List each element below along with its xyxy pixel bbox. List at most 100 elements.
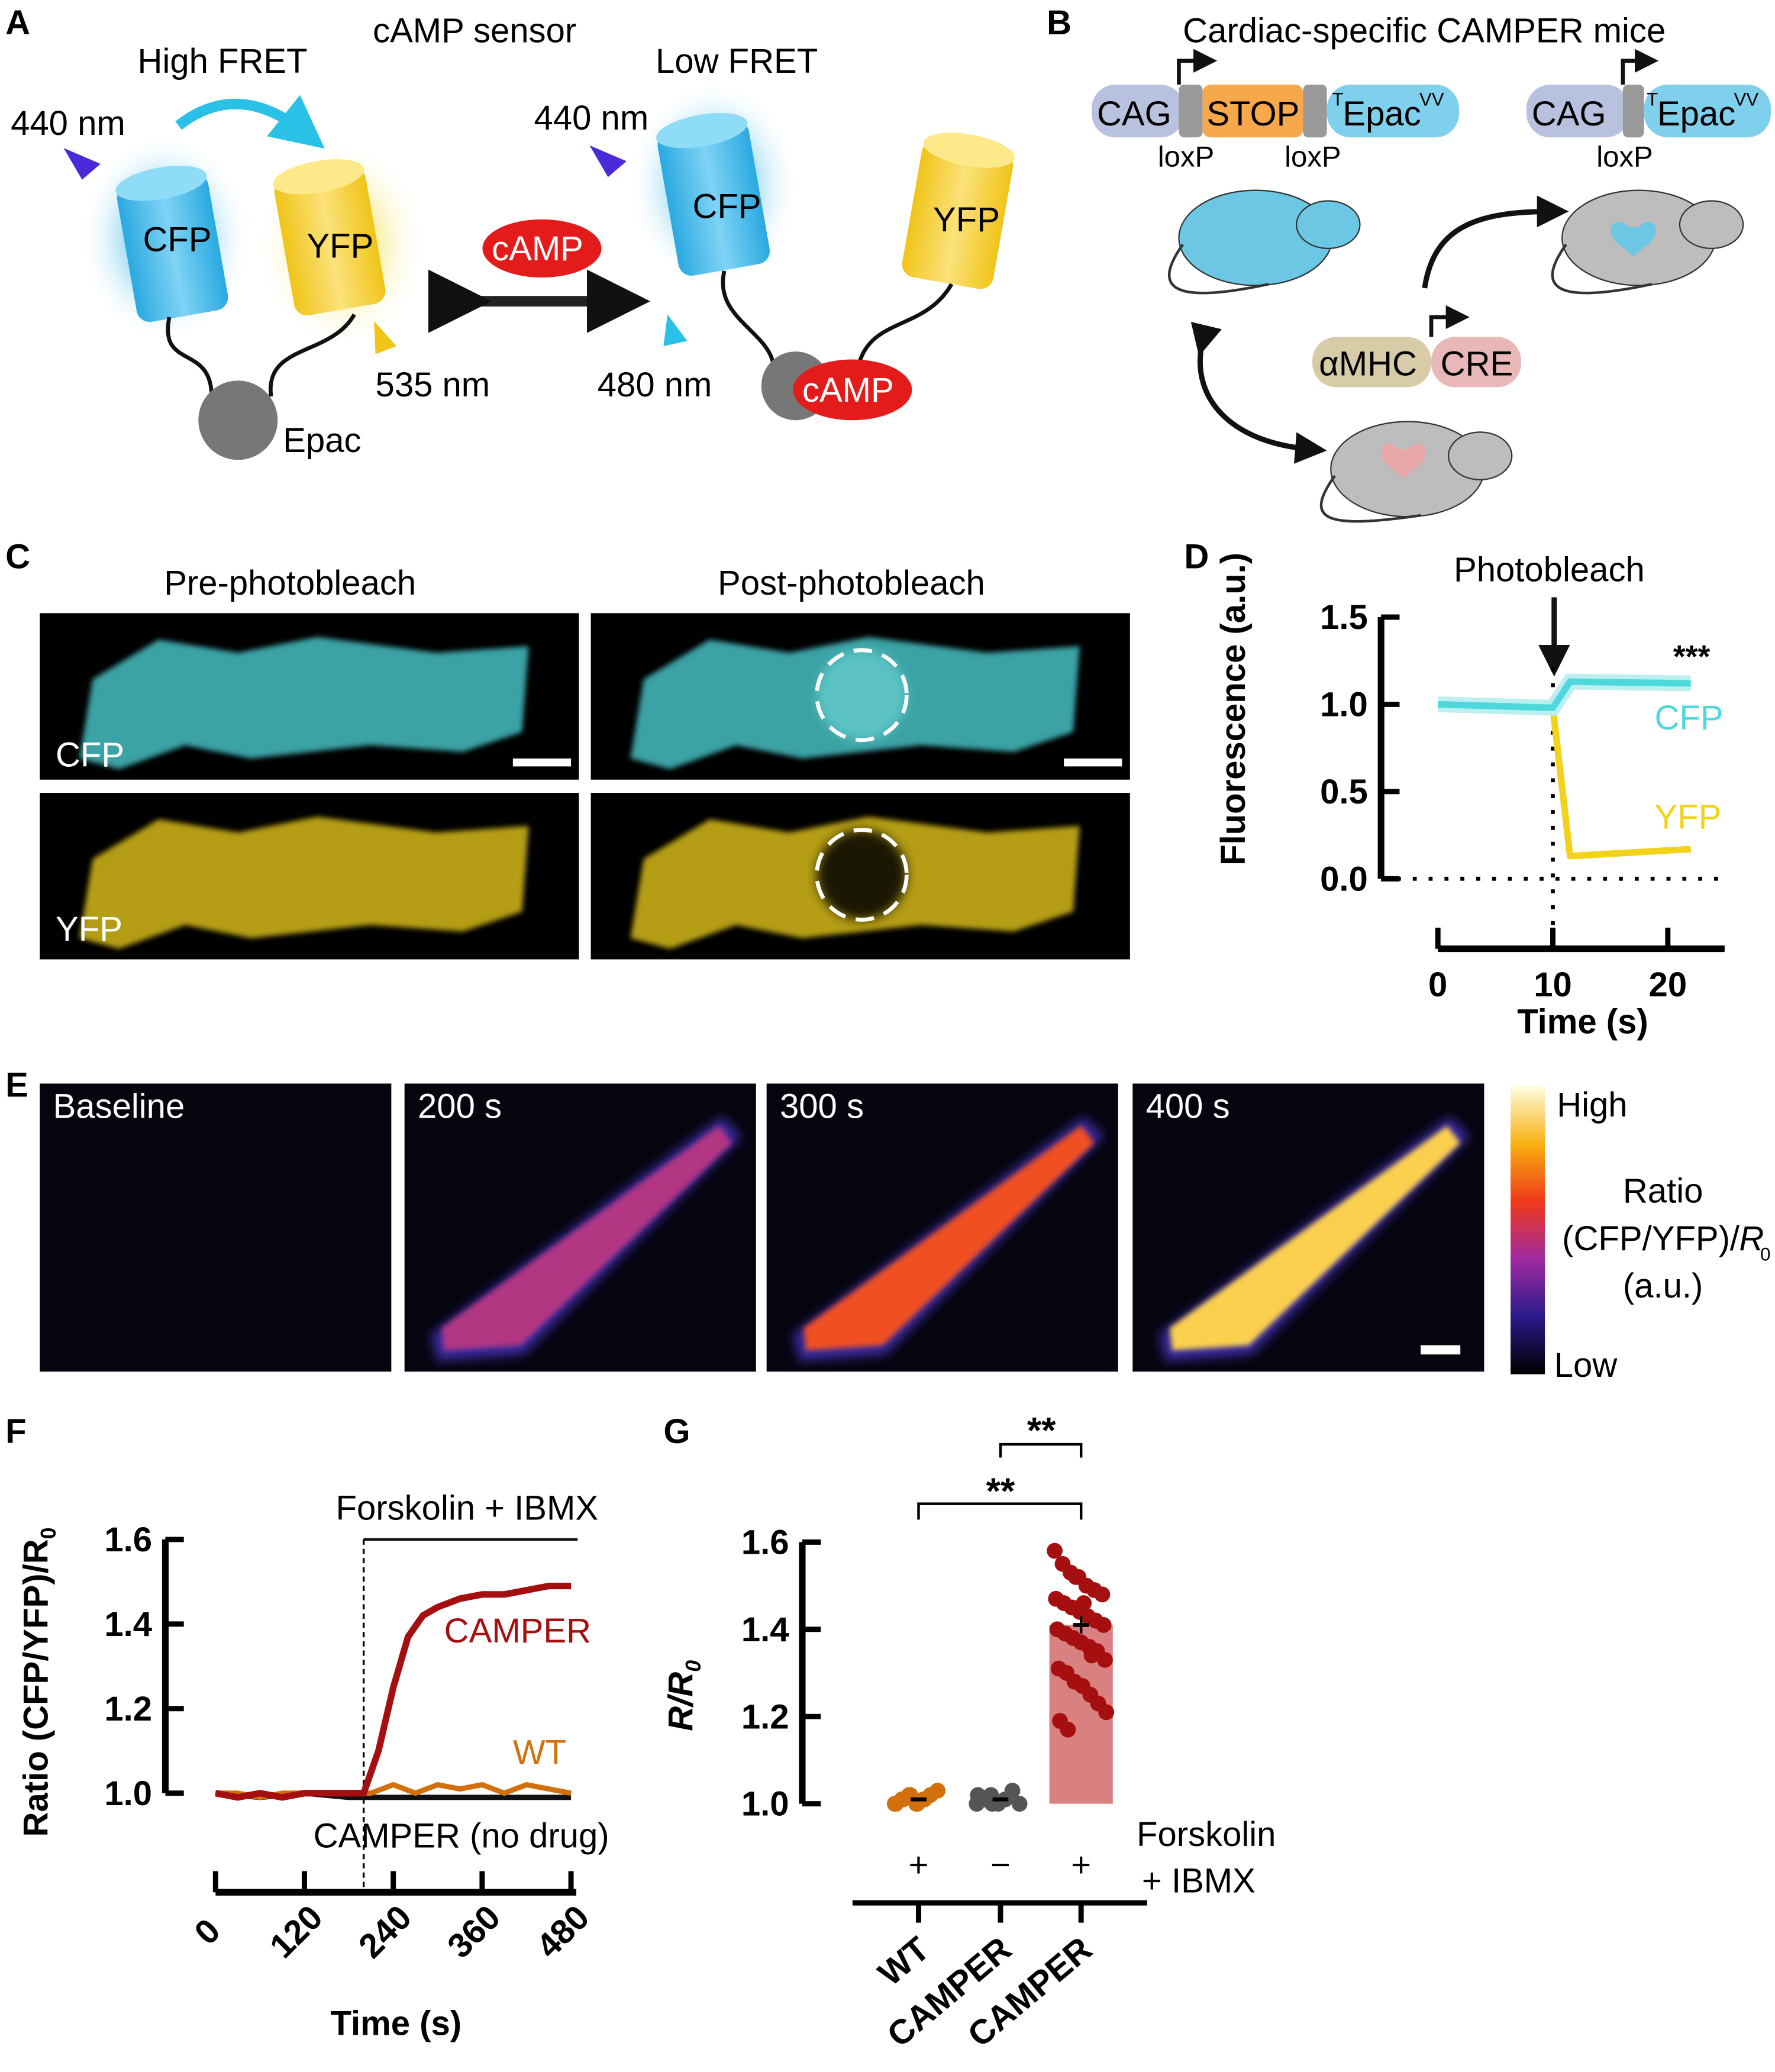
low-fret-label: Low FRET [656, 42, 818, 80]
emission-480-label: 480 nm [598, 366, 712, 404]
cell [630, 816, 1080, 949]
y-tick-label: 1.4 [104, 1605, 152, 1644]
scale-bar [1421, 1345, 1461, 1355]
linker [166, 313, 356, 397]
loxp-site [1303, 84, 1327, 138]
significance-bracket [917, 1502, 1083, 1520]
cre-label: CRE [1441, 344, 1513, 383]
panel-e-ratio-images: High Low Ratio (CFP/YFP)/ R 0 (a.u.) Bas… [40, 1083, 1771, 1384]
yfp-label-low: YFP [933, 201, 1000, 239]
cell [79, 637, 572, 769]
cell [630, 637, 1122, 769]
epac-superscript-vv: VV [1419, 89, 1444, 110]
cross-arrow-icon [1422, 195, 1569, 289]
cell-ratio [441, 1125, 732, 1351]
colorbar-units: (a.u.) [1623, 1267, 1703, 1305]
camp-bound-badge [793, 359, 912, 421]
bleach-roi-circle [815, 648, 909, 743]
d-significance: *** [1673, 639, 1711, 674]
x-tick-label: 20 [1649, 966, 1687, 1004]
x-tick-label: 360 [440, 1898, 508, 1966]
panel-a-sensor-diagram: cAMP sensor High FRET Low FRET 440 nm 44… [11, 11, 1015, 460]
y-tick-label: 1.4 [741, 1611, 789, 1649]
post-photobleach-title: Post-photobleach [718, 564, 985, 602]
panel-d-photobleach-chart: Photobleach Fluorescence (a.u.) Time (s)… [1214, 551, 1725, 1041]
stop-cassette [1202, 84, 1303, 138]
y-tick-label: 0.0 [1320, 860, 1368, 898]
cfp-label-low: CFP [693, 188, 761, 226]
camper-series-label: CAMPER [444, 1612, 591, 1650]
treatment-sign: − [990, 1845, 1011, 1884]
cag-label: CAG [1532, 95, 1606, 133]
excitation-label-low: 440 nm [534, 99, 649, 137]
emission-535-label: 535 nm [376, 366, 490, 404]
cre-mouse-icon [1319, 421, 1513, 523]
data-point [1004, 1783, 1021, 1799]
panel-g-bar-chart: R/R0 Forskolin + IBMX 1.01.21.41.6+WT−CA… [662, 1410, 1276, 2055]
panel-b-mouse-breeding: Cardiac-specific CAMPER mice CAG STOP T … [1092, 11, 1771, 523]
treatment-sign: + [1071, 1845, 1091, 1884]
excitation-label: 440 nm [11, 104, 125, 143]
data-point [1047, 1542, 1063, 1559]
forskolin-ibmx-label: Forskolin + IBMX [336, 1489, 599, 1527]
x-tick-label: 0 [1428, 966, 1447, 1004]
panel-label-g: G [663, 1412, 690, 1451]
cell-ratio [803, 1125, 1095, 1351]
x-tick-label: 120 [262, 1898, 330, 1966]
camper-mice-title: Cardiac-specific CAMPER mice [1183, 11, 1666, 50]
panel-c-photobleach-images: Pre-photobleach Post-photobleach CFP YFP [40, 564, 1130, 960]
emission-arrow-icon [663, 314, 688, 347]
epac-gene-label: Epac [1342, 95, 1421, 133]
data-point [1096, 1651, 1113, 1668]
significance-label: ** [986, 1471, 1015, 1512]
ratio-frame [40, 1083, 392, 1372]
transcription-arrow-icon [1621, 49, 1659, 85]
yfp-line [1438, 701, 1692, 860]
y-tick-label: 1.2 [741, 1697, 789, 1736]
linker [721, 270, 954, 364]
panel-f-ratio-timecourse: Forskolin + IBMX Ratio (CFP/YFP)/R0 Time… [17, 1489, 609, 2042]
no-drug-series-label: CAMPER (no drug) [314, 1816, 609, 1855]
data-point [1067, 1568, 1084, 1585]
high-fret-label: High FRET [138, 42, 308, 80]
colorbar-high-label: High [1557, 1086, 1627, 1124]
f-x-axis-label: Time (s) [331, 2004, 462, 2042]
y-tick-label: 1.6 [104, 1521, 152, 1559]
epac-label: Epac [283, 421, 361, 460]
photobleach-title: Photobleach [1454, 551, 1645, 589]
cfp-series-label: CFP [1654, 699, 1723, 737]
camper-cardiac-mouse-icon [1551, 189, 1744, 295]
excitation-arrow-icon [63, 148, 101, 180]
colorbar-r0-sub: 0 [1760, 1244, 1770, 1265]
camp-badge [482, 219, 602, 278]
cell [79, 816, 529, 949]
amhc-promoter [1312, 337, 1432, 388]
cag-promoter [1092, 84, 1185, 138]
epac-transgene [1327, 84, 1459, 138]
g-y-axis-label: R/R0 [662, 1660, 705, 1731]
y-tick-label: 1.2 [104, 1690, 152, 1728]
panel-label-a: A [5, 4, 30, 42]
scale-bar [1064, 758, 1122, 767]
transcription-arrow-icon [1429, 305, 1470, 337]
colorbar-ratio: (CFP/YFP)/ [1562, 1219, 1740, 1258]
transcription-arrow-icon [1177, 49, 1218, 85]
bleached-region [816, 830, 907, 920]
epac-superscript-vv: VV [1734, 89, 1759, 110]
epac-superscript-t: T [1647, 89, 1658, 110]
panel-label-c: C [5, 537, 30, 576]
loxp-site [1622, 84, 1644, 138]
d-x-axis-label: Time (s) [1517, 1003, 1648, 1041]
frame-label: 200 s [418, 1087, 502, 1125]
treatment-label-2: + IBMX [1142, 1861, 1256, 1900]
data-point [1011, 1796, 1028, 1812]
panel-label-d: D [1184, 537, 1209, 576]
treatment-sign: + [909, 1845, 929, 1884]
cardiomyocyte [79, 637, 529, 769]
x-tick-label: 480 [529, 1898, 596, 1966]
significance-label: ** [1027, 1410, 1056, 1451]
colorbar-r0: R [1739, 1219, 1764, 1258]
y-tick-label: 1.6 [741, 1524, 789, 1562]
frame-label: 400 s [1146, 1087, 1230, 1125]
yfp-cylinder-low [902, 133, 1015, 289]
